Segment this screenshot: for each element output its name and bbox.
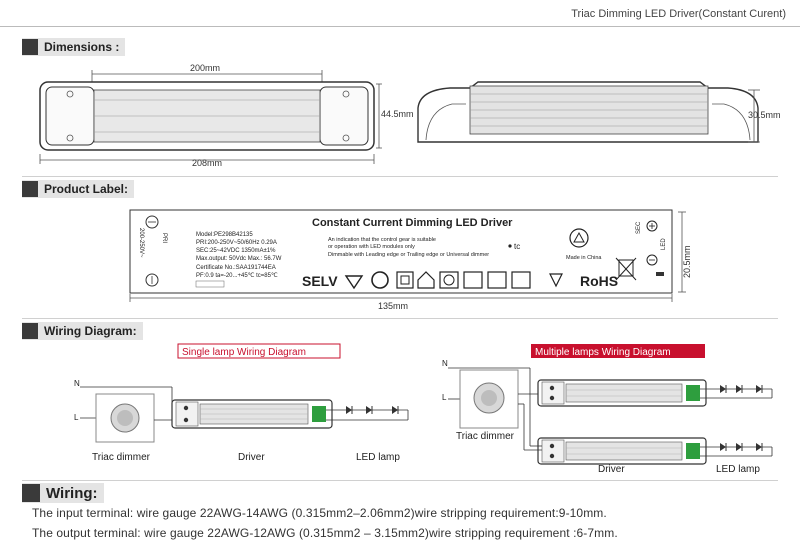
single-l-label: L bbox=[74, 413, 79, 422]
multiple-dimmer-icon bbox=[459, 369, 519, 429]
section-rule bbox=[22, 318, 778, 319]
dim-length-total: 208mm bbox=[192, 158, 222, 168]
ccc-mark-icon bbox=[371, 271, 389, 289]
product-label-drawing: PRI 200-250V~ Constant Current Dimming L… bbox=[129, 209, 692, 311]
section-header-wiring: Wiring: bbox=[22, 483, 104, 503]
multiple-dimmer-label: Triac dimmer bbox=[456, 431, 515, 442]
multiple-diagram-title-frame bbox=[531, 344, 705, 358]
dimensions-drawing: 200mm 44.5mm 208mm 30.5mm bbox=[39, 63, 781, 168]
section-rule bbox=[22, 176, 778, 177]
independent-icon bbox=[463, 271, 483, 289]
label-sec: SEC:25~42VDC 1350mA±1% bbox=[196, 248, 276, 254]
single-driver-label: Driver bbox=[238, 452, 265, 463]
single-dimmer-label: Triac dimmer bbox=[92, 452, 151, 463]
transformer-icon bbox=[439, 271, 459, 289]
section-title: Product Label: bbox=[44, 182, 129, 196]
made-in-china-logo-icon bbox=[569, 228, 589, 248]
single-driver-icon bbox=[171, 399, 333, 429]
label-made-in: Made in China bbox=[566, 255, 602, 261]
multiple-driver-2-icon bbox=[537, 437, 707, 465]
wiring-diagrams: Single lamp Wiring Diagram N L Triac dim… bbox=[74, 343, 773, 474]
rohs-mark: RoHS bbox=[580, 273, 618, 289]
section-rule bbox=[22, 480, 778, 481]
label-pf: PF:0.9 ta=-20...+45℃ tc=85℃ bbox=[196, 273, 278, 279]
multiple-diagram-title: Multiple lamps Wiring Diagram bbox=[535, 347, 671, 358]
section-header-wiring-diagram: Wiring Diagram: bbox=[22, 322, 143, 340]
wiring-output-spec: The output terminal: wire gauge 22AWG-12… bbox=[32, 526, 618, 540]
multiple-driver-label: Driver bbox=[598, 464, 625, 474]
section-header-dimensions: Dimensions : bbox=[22, 38, 126, 56]
multiple-led-lamp-icons bbox=[720, 385, 763, 451]
section-title: Wiring Diagram: bbox=[44, 324, 137, 338]
dim-label-width: 135mm bbox=[378, 301, 408, 311]
multiple-output-terminal-2 bbox=[686, 443, 700, 459]
rcm-triangle-icon bbox=[344, 275, 364, 290]
dim-label-height: 20.5mm bbox=[682, 245, 692, 278]
label-model: Model:PE298B42135 bbox=[196, 232, 253, 238]
single-led-lamp-icons bbox=[346, 406, 399, 414]
single-lamp-label: LED lamp bbox=[356, 452, 400, 463]
section-marker-icon bbox=[22, 323, 38, 339]
driver-side-view bbox=[417, 81, 759, 143]
temperature-icon bbox=[549, 273, 563, 288]
label-sec-side: SEC bbox=[636, 221, 642, 234]
single-n-label: N bbox=[74, 379, 80, 388]
emc-icon bbox=[487, 271, 507, 289]
dim-width: 44.5mm bbox=[381, 109, 414, 119]
label-certificate: Certificate No.:SAA191744EA bbox=[196, 265, 276, 271]
label-led-side: LED bbox=[661, 238, 667, 250]
wiring-input-spec: The input terminal: wire gauge 22AWG-14A… bbox=[32, 506, 607, 520]
selv-mark: SELV bbox=[302, 273, 338, 289]
section-marker-icon bbox=[22, 181, 38, 197]
label-pri-voltage: 200-250V~ bbox=[138, 228, 144, 258]
single-output-terminal bbox=[312, 406, 326, 422]
multiple-n-label: N bbox=[442, 359, 448, 368]
dim-length-inner: 200mm bbox=[190, 63, 220, 73]
single-diagram-title-frame bbox=[177, 343, 341, 359]
weee-bin-icon bbox=[615, 257, 637, 281]
label-max-output: Max.output: 50Vdc Max.: 56.7W bbox=[196, 256, 282, 262]
multiple-l-label: L bbox=[442, 393, 447, 402]
label-notice-1: An indication that the control gear is s… bbox=[328, 237, 436, 243]
multiple-driver-1-icon bbox=[537, 379, 707, 407]
section-marker-icon bbox=[22, 484, 40, 502]
indoor-use-icon bbox=[417, 271, 435, 289]
section-marker-icon bbox=[22, 39, 38, 55]
document-title: Triac Dimming LED Driver(Constant Curent… bbox=[571, 8, 786, 20]
header-rule bbox=[0, 26, 800, 27]
label-pri-side: PRI bbox=[161, 233, 167, 243]
class-ii-icon bbox=[396, 271, 414, 289]
label-notice-2: or operation with LED modules only bbox=[328, 244, 415, 250]
label-pri: PRI:200-250V~50/60Hz 0.29A bbox=[196, 240, 277, 246]
label-title: Constant Current Dimming LED Driver bbox=[312, 217, 513, 229]
label-notice-3: Dimmable with Leading edge or Trailing e… bbox=[328, 252, 489, 258]
section-title: Wiring: bbox=[46, 484, 98, 502]
section-title: Dimensions : bbox=[44, 40, 120, 54]
multiple-output-terminal-1 bbox=[686, 385, 700, 401]
single-diagram-title: Single lamp Wiring Diagram bbox=[182, 347, 306, 358]
label-tc-mark: tc bbox=[514, 242, 520, 251]
multiple-lamp-label: LED lamp bbox=[716, 464, 760, 474]
barcode-icon bbox=[195, 280, 225, 288]
certification-icon bbox=[511, 271, 531, 289]
section-header-product-label: Product Label: bbox=[22, 180, 135, 198]
driver-top-view bbox=[39, 81, 375, 151]
dim-height: 30.5mm bbox=[748, 110, 781, 120]
single-dimmer-icon bbox=[95, 393, 155, 443]
